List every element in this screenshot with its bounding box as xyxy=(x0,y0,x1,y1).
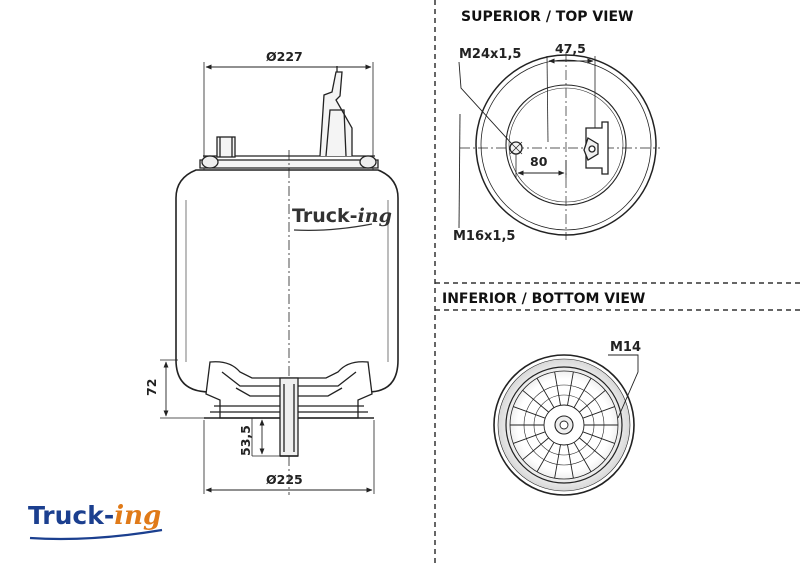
piston-rib xyxy=(582,406,615,419)
piston-rib xyxy=(579,437,606,461)
piston-rib xyxy=(513,431,546,444)
side-view xyxy=(160,62,399,495)
bottom-thread-label: M14 xyxy=(610,340,641,355)
piston-rib xyxy=(536,378,555,408)
body-logo: Truck-ing xyxy=(292,205,392,231)
view-separators xyxy=(434,0,800,565)
body-logo-truck: Truck- xyxy=(292,205,358,227)
brand-logo-ing: ing xyxy=(114,501,161,531)
offset-large-label: 80 xyxy=(530,154,548,169)
piston-height-label: 72 xyxy=(144,379,159,396)
bottom-view xyxy=(493,354,639,496)
piston-rib xyxy=(573,378,592,408)
stud-length-label: 53,5 xyxy=(238,425,253,456)
bottom-diameter-label: Ø225 xyxy=(266,472,303,487)
piston-rib xyxy=(582,431,615,444)
piston-rib xyxy=(554,444,561,479)
piston-rib xyxy=(522,437,549,461)
piston-rib xyxy=(567,371,574,406)
brand-logo: Truck-ing xyxy=(28,501,163,541)
piston-ribs xyxy=(510,371,618,479)
thread-secondary-label: M16x1,5 xyxy=(453,229,515,244)
top-diameter-label: Ø227 xyxy=(266,49,303,64)
bottom-view-title: INFERIOR / BOTTOM VIEW xyxy=(442,291,645,307)
piston-rib xyxy=(522,389,549,413)
piston-ring xyxy=(523,384,605,466)
piston-rib xyxy=(513,406,546,419)
piston-ring xyxy=(533,394,595,456)
top-view-title: SUPERIOR / TOP VIEW xyxy=(461,9,633,25)
piston-rib xyxy=(567,444,574,479)
piston-rib xyxy=(536,442,555,472)
body-logo-ing: ing xyxy=(358,205,392,227)
offset-small-label: 47,5 xyxy=(555,41,586,56)
top-view xyxy=(458,52,660,240)
piston-rib xyxy=(554,371,561,406)
piston-rib xyxy=(579,389,606,413)
svg-text:Truck-ing: Truck-ing xyxy=(28,501,161,531)
svg-text:Truck-ing: Truck-ing xyxy=(292,205,392,227)
piston-rib xyxy=(573,442,592,472)
brand-logo-truck: Truck- xyxy=(28,501,114,530)
thread-main-label: M24x1,5 xyxy=(459,47,521,62)
